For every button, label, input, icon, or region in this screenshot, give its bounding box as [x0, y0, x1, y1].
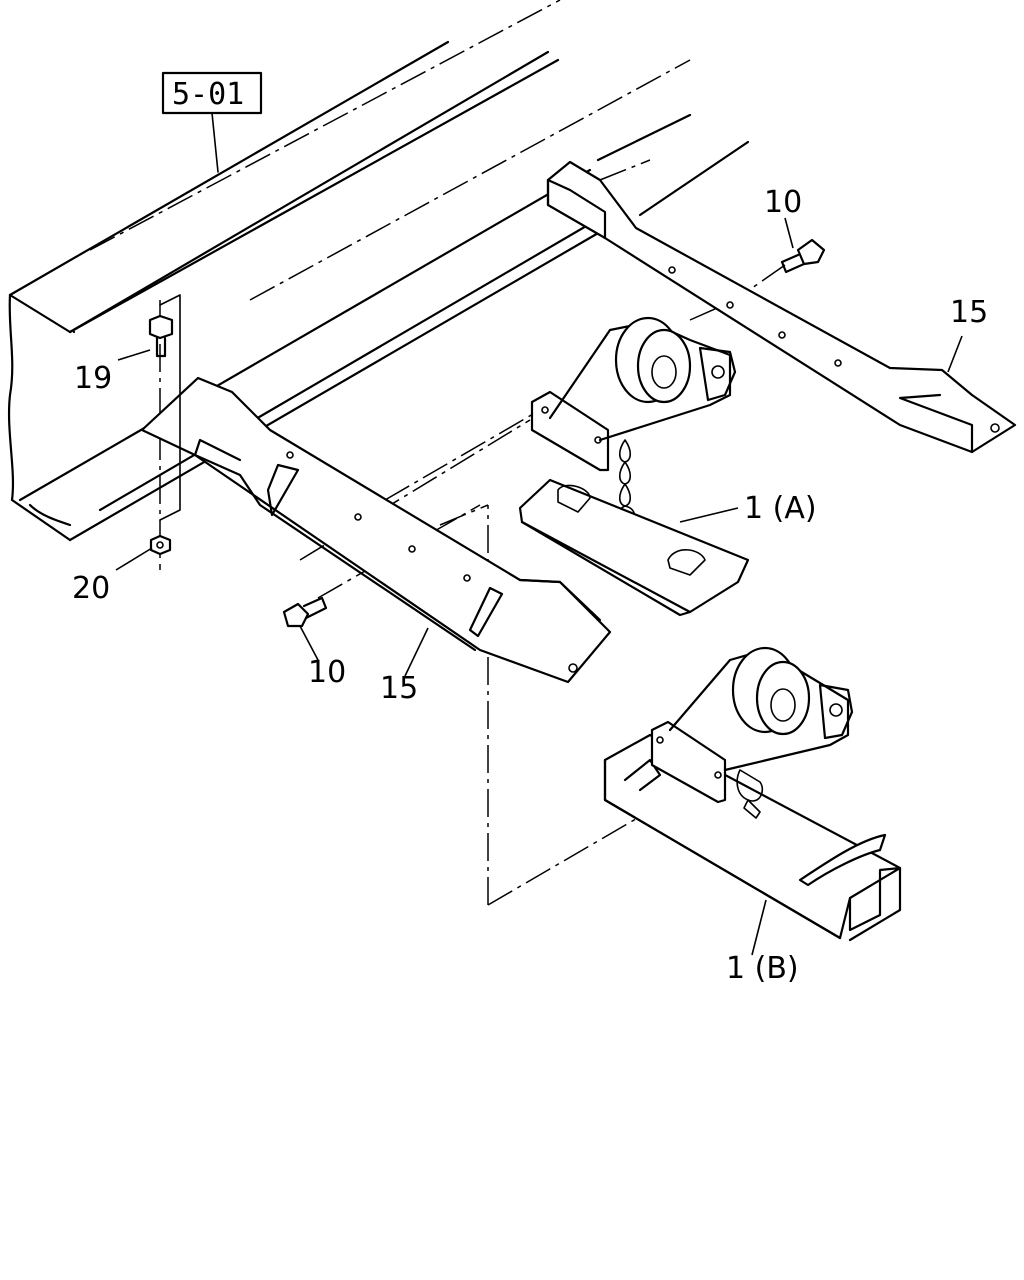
- callout-20: 20: [72, 571, 110, 606]
- callout-15-front: 15: [380, 671, 418, 706]
- crossmember-front: [140, 294, 612, 684]
- callout-1b: 1 (B): [726, 951, 799, 986]
- spare-tire-hanger-b: [603, 646, 902, 942]
- crossmember-rear: [546, 160, 1017, 454]
- callout-15-rear: 15: [950, 295, 988, 330]
- callout-10-front: 10: [308, 655, 346, 690]
- spare-tire-hanger-a: [518, 316, 750, 617]
- bolt-10-front: [282, 596, 328, 628]
- nut-20: [149, 534, 172, 556]
- bolt-19: [148, 314, 174, 358]
- reference-label: 5-01: [172, 77, 244, 112]
- frame-rail: [7, 40, 750, 542]
- bolt-10-rear: [780, 238, 826, 274]
- callout-19: 19: [74, 361, 112, 396]
- callout-10-rear: 10: [764, 185, 802, 220]
- leader-lines: [115, 217, 963, 956]
- callout-1a: 1 (A): [744, 491, 817, 526]
- callouts: 19 20 10 10 15 15 1 (A) 1 (B): [72, 185, 988, 986]
- reference-box: 5-01: [161, 71, 263, 173]
